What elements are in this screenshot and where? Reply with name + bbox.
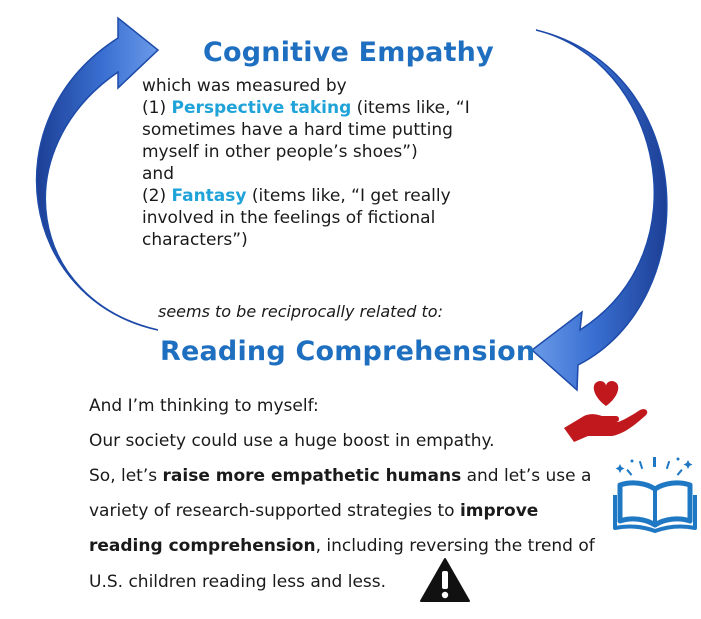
line5-end: , including reversing the trend of [315,536,595,556]
item2-line2: involved in the feelings of fictional [142,208,436,228]
warning-icon [420,558,470,602]
reflection-line4: variety of research-supported strategies… [89,501,538,521]
reading-comprehension-emphasis: reading comprehension [89,536,316,556]
reflection-line6: U.S. children reading less and less. [89,572,387,592]
measurement-description: which was measured by (1) Perspective ta… [142,75,470,251]
raise-empathetic-humans: raise more empathetic humans [162,466,462,486]
item1-line1: (1) Perspective taking (items like, “I [142,97,470,119]
improve-emphasis: improve [459,501,539,521]
item2-rest: (items like, “I get really [246,186,451,206]
item2-prefix: (2) [142,186,172,206]
open-book-icon [613,457,697,533]
reflection-line5: reading comprehension, including reversi… [89,536,595,556]
reading-comprehension-title: Reading Comprehension [160,336,536,367]
perspective-taking-term: Perspective taking [171,98,352,118]
item1-prefix: (1) [142,98,172,118]
line3-start: So, let’s [89,466,163,486]
reflection-line2: Our society could use a huge boost in em… [89,431,495,451]
item1-rest: (items like, “I [351,98,470,118]
item2-line1: (2) Fantasy (items like, “I get really [142,185,470,207]
connector-and: and [142,164,174,184]
cognitive-empathy-title: Cognitive Empathy [203,37,494,68]
line4-start: variety of research-supported strategies… [89,501,460,521]
item1-line2: sometimes have a hard time putting [142,120,453,140]
item1-line3: myself in other people’s shoes”) [142,142,418,162]
item2-line3: characters”) [142,230,248,250]
line3-end: and let’s use a [461,466,592,486]
curved-arrow-right-icon [530,29,668,392]
curved-arrow-left-icon [35,16,160,331]
reflection-line1: And I’m thinking to myself: [89,396,319,416]
bridge-text: seems to be reciprocally related to: [158,302,443,321]
intro-line: which was measured by [142,76,347,96]
heart-in-hand-icon [564,381,648,442]
reflection-line3: So, let’s raise more empathetic humans a… [89,466,591,486]
fantasy-term: Fantasy [171,186,247,206]
